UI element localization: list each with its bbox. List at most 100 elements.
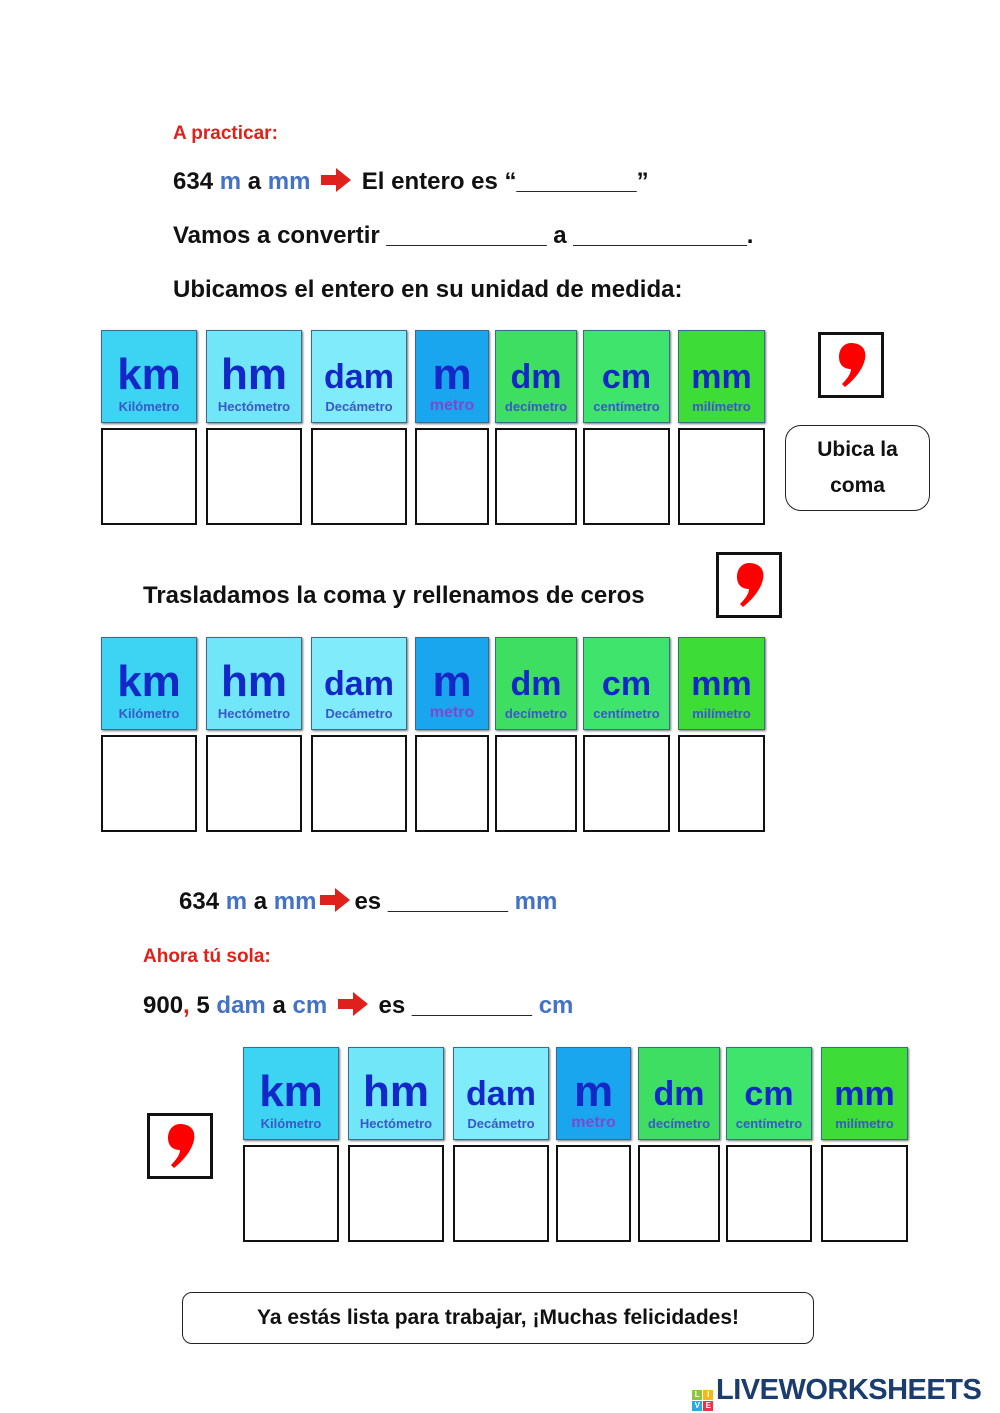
es-label: es <box>378 992 406 1019</box>
digit-drop-box-m[interactable] <box>415 428 489 525</box>
digit-drop-box-dm[interactable] <box>495 428 577 525</box>
from-unit: dam <box>216 992 266 1019</box>
solo-heading: Ahora tú sola: <box>143 946 271 967</box>
unit-name: Decámetro <box>325 399 393 414</box>
digit-drop-box-mm[interactable] <box>678 428 765 525</box>
digit-drop-box-mm[interactable] <box>678 735 765 832</box>
unit-abbr: hm <box>363 1067 429 1116</box>
digit-drop-box-dam[interactable] <box>453 1145 549 1242</box>
connector: a <box>247 168 262 195</box>
decimal-part: 5 <box>189 992 210 1019</box>
unit-name: milímetro <box>692 706 751 721</box>
place-comma-button[interactable]: Ubica la coma <box>785 425 930 511</box>
digit-drop-box-hm[interactable] <box>348 1145 444 1242</box>
connector: a <box>272 992 286 1019</box>
congratulations-banner: Ya estás lista para trabajar, ¡Muchas fe… <box>182 1292 814 1344</box>
unit-name: Decámetro <box>325 706 393 721</box>
unit-name: Hectómetro <box>217 399 291 414</box>
unit-name: Kilómetro <box>260 1116 322 1131</box>
from-unit: m <box>219 168 242 195</box>
digit-drop-box-dam[interactable] <box>311 735 407 832</box>
answer-blank[interactable]: _________ <box>387 888 508 915</box>
number: 634 <box>179 888 220 915</box>
comma-tile-draggable[interactable] <box>147 1113 213 1179</box>
unit-header-mm: mm milímetro <box>678 637 765 730</box>
unit-abbr: m <box>573 1067 614 1116</box>
digit-drop-box-km[interactable] <box>101 735 197 832</box>
problem-line-3: Ubicamos el entero en su unidad de medid… <box>173 276 683 303</box>
problem-line-1: 634 m a mm El entero es “_________” <box>173 168 649 196</box>
answer-blank[interactable]: _________ <box>411 992 533 1019</box>
digit-drop-box-m[interactable] <box>415 735 489 832</box>
unit-name: centímetro <box>735 1116 803 1131</box>
unit-name: Hectómetro <box>217 706 291 721</box>
label-line-1: Ubica la <box>817 438 898 461</box>
unit-name: metro <box>429 397 475 414</box>
digit-drop-box-m[interactable] <box>556 1145 631 1242</box>
red-arrow-icon <box>337 992 368 1016</box>
digit-drop-box-cm[interactable] <box>583 428 670 525</box>
unit-name: Decámetro <box>467 1116 535 1131</box>
digit-drop-box-dam[interactable] <box>311 428 407 525</box>
to-unit: mm <box>267 168 311 195</box>
unit-abbr: hm <box>221 657 287 706</box>
connector: a <box>253 888 268 915</box>
label-line-2: coma <box>830 474 885 497</box>
unit-abbr: mm <box>691 665 752 703</box>
digit-drop-box-km[interactable] <box>101 428 197 525</box>
red-arrow-icon <box>321 168 352 192</box>
problem-line-2: Vamos a convertir ____________ a _______… <box>173 222 754 249</box>
digit-drop-box-cm[interactable] <box>726 1145 812 1242</box>
solo-problem: 900, 5 dam a cm es _________ cm <box>143 992 573 1020</box>
digit-drop-box-km[interactable] <box>243 1145 339 1242</box>
practice-heading: A practicar: <box>173 123 278 144</box>
digit-drop-box-dm[interactable] <box>638 1145 720 1242</box>
number: 900 <box>143 992 184 1019</box>
unit-abbr: dam <box>466 1075 536 1113</box>
digit-drop-box-mm[interactable] <box>821 1145 908 1242</box>
to-unit: cm <box>292 992 328 1019</box>
comma-icon <box>168 1124 195 1168</box>
unit-name: centímetro <box>593 399 660 414</box>
from-unit: m <box>225 888 248 915</box>
comma-icon <box>737 563 764 607</box>
red-arrow-icon <box>320 888 351 912</box>
digit-drop-box-dm[interactable] <box>495 735 577 832</box>
unit-abbr: dm <box>653 1075 705 1113</box>
unit-name: Kilómetro <box>118 399 180 414</box>
logo-text: LIVEWORKSHEETS <box>716 1374 982 1406</box>
unit-abbr: m <box>432 350 472 399</box>
unit-name: milímetro <box>835 1116 894 1131</box>
unit-abbr: cm <box>601 358 652 396</box>
comma-tile-draggable[interactable] <box>716 552 782 618</box>
unit-name: centímetro <box>593 706 660 721</box>
unit-abbr: dm <box>510 665 562 703</box>
digit-drop-box-hm[interactable] <box>206 735 302 832</box>
comma-icon <box>839 343 866 387</box>
unit-header-cm: cm centímetro <box>583 330 670 423</box>
unit-abbr: km <box>259 1067 323 1116</box>
unit-name: decímetro <box>647 1116 711 1131</box>
number: 634 <box>173 168 214 195</box>
comma-tile-draggable[interactable] <box>818 332 884 398</box>
es-label: es <box>354 888 382 915</box>
digit-drop-box-cm[interactable] <box>583 735 670 832</box>
result-unit: cm <box>538 992 574 1019</box>
unit-abbr: km <box>117 657 181 706</box>
digit-drop-box-hm[interactable] <box>206 428 302 525</box>
unit-abbr: cm <box>744 1075 794 1113</box>
unit-name: metro <box>571 1114 616 1131</box>
